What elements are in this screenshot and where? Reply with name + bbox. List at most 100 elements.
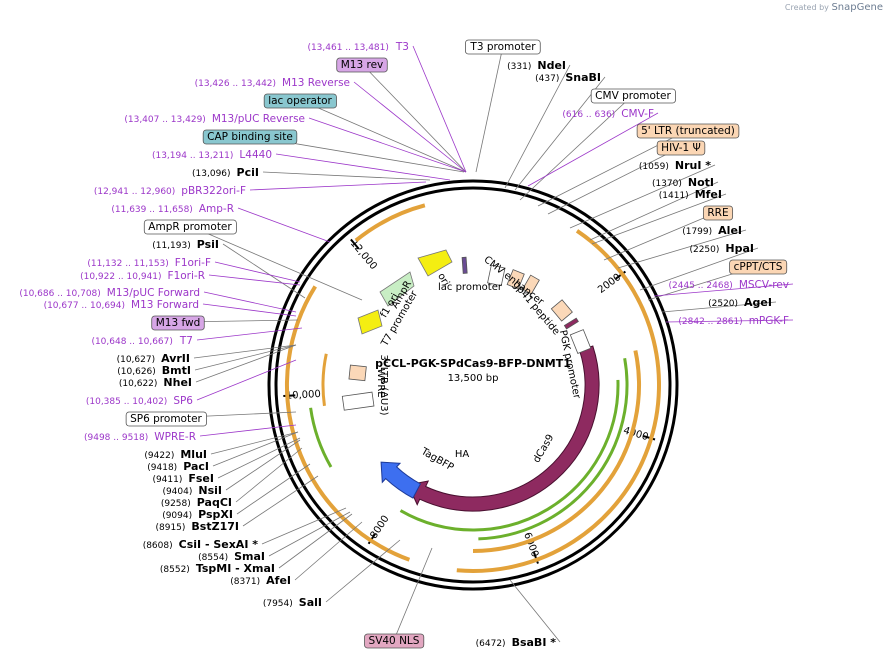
label-f1orir[interactable]: F1ori-R(10,922 .. 10,941) [80,270,301,286]
label-sp6[interactable]: SP6 (10,385 .. 10,402) [86,359,297,407]
label-t7[interactable]: T7(10,648 .. 10,667) [91,327,303,347]
label-f1orif[interactable]: F1ori-F(11,132 .. 11,153) [87,257,301,283]
label-pos-mlui: (9422) [144,451,174,461]
label-mpgkf[interactable]: mPGK-F(2842 .. 2861) [665,315,794,327]
label-pos-paci: (9418) [147,463,177,473]
label-pspxi[interactable]: PspXI(9094) [162,463,311,521]
label-pos-hpai: (2250) [689,245,719,255]
label-text-bstz17i: BstZ17I [191,520,239,533]
label-text-smai: SmaI [234,550,265,563]
label-bmti[interactable]: BmtI(10,626) [117,344,297,377]
label-sv40[interactable]: SV40 NLS [364,547,433,649]
leader-line-bstz17i [242,475,319,527]
label-text-sp6: SP6 [173,395,193,407]
scale-tick-label: 2000 [596,272,623,296]
label-mfei[interactable]: MfeI(1411) [591,188,727,245]
leader-line-lacop [299,99,467,173]
label-agei[interactable]: AgeI(2520) [661,296,777,313]
label-mlui[interactable]: MluI(9422) [144,431,299,461]
label-pos-ampr_p: (11,639 .. 11,658) [111,205,192,215]
label-mscvrev[interactable]: MSCV-rev(2445 .. 2468) [653,279,794,297]
scale-tick-label: 10,000 [286,389,322,402]
label-fsei[interactable]: FseI(9411) [152,437,301,485]
leader-line-m13puc_rev [308,117,467,173]
credit-text: Created by SnapGene [785,2,883,13]
label-text-m13pucfwd: M13/pUC Forward [107,287,200,299]
label-text-t3: T3 [395,41,409,53]
label-l4440[interactable]: L4440(13,194 .. 13,211) [152,149,451,181]
label-pos-bstz17i: (8915) [155,523,185,533]
label-sp6prom[interactable]: SP6 promoter [125,411,297,427]
label-noti[interactable]: NotI(1370) [589,176,719,241]
label-t3[interactable]: T3(13,461 .. 13,481) [307,41,467,173]
label-cap[interactable]: CAP binding site [202,129,465,173]
leader-line-rre [603,211,719,261]
leader-line-alei [617,229,747,269]
label-text-ltr5: 5' LTR (truncated) [641,125,735,137]
label-m13pucfwd[interactable]: M13/pUC Forward(10,686 .. 10,708) [19,287,297,313]
label-m13forward[interactable]: M13 Forward(10,677 .. 10,694) [44,299,297,317]
label-avrii[interactable]: AvrII(10,627) [117,344,297,365]
label-snabi[interactable]: SnaBI(437) [514,71,606,191]
label-amprprom[interactable]: AmpR promoter [143,219,363,301]
label-t3prom[interactable]: T3 promoter [465,39,541,173]
label-smai[interactable]: SmaI(8554) [198,511,351,563]
label-text-bsabi: BsaBI * [512,636,557,649]
label-lacop[interactable]: lac operator [263,93,467,173]
leader-line-l4440 [275,153,451,181]
label-pos-sp6: (10,385 .. 10,402) [86,397,167,407]
label-alei[interactable]: AleI(1799) [617,224,747,269]
label-cmvf[interactable]: CMV-F(616 .. 636) [527,108,659,187]
label-nhei[interactable]: NheI(10,622) [119,344,297,389]
label-paqci[interactable]: PaqCI (9258) [161,447,303,509]
label-pos-fsei: (9411) [152,475,182,485]
label-text-avrii: AvrII [161,352,190,365]
scale-tick-label: 8000 [368,514,391,541]
leader-line-t3prom [475,45,504,173]
label-text-sali: SalI [299,596,322,609]
label-wprer[interactable]: WPRE-R(9498 .. 9518) [84,424,297,443]
pgk-box [569,329,592,354]
label-tspmi[interactable]: TspMI - XmaI(8552) [160,513,353,575]
label-ndei[interactable]: NdeI(331) [504,59,571,189]
label-m13puc_rev[interactable]: M13/pUC Reverse(13,407 .. 13,429) [124,113,467,173]
label-text-mscvrev: MSCV-rev [739,279,789,291]
label-nrui[interactable]: NruI *(1059) [569,159,716,229]
label-cppt[interactable]: cPPT/CTS [647,259,788,301]
label-csii[interactable]: CsiI - SexAI *(8608) [143,507,347,551]
label-pcii[interactable]: PciI(13,096) [192,166,431,181]
label-paci[interactable]: PacI(9418) [147,431,299,473]
label-text-m13puc_rev: M13/pUC Reverse [212,113,305,125]
label-m13rev[interactable]: M13 rev [336,57,467,173]
label-pos-paqci: (9258) [161,499,191,509]
leader-line-t3 [412,45,467,173]
label-nsii[interactable]: NsiI(9404) [162,439,301,497]
leader-line-pspxi [236,463,311,515]
label-pos-nhei: (10,622) [119,379,158,389]
label-pos-nrui: (1059) [639,162,669,172]
label-psii[interactable]: PsiI(11,193) [152,238,306,299]
leader-line-cmvprom [519,94,634,201]
lac-op-box [461,256,468,274]
label-sali[interactable]: SalI(7954) [263,539,401,609]
label-bstz17i[interactable]: BstZ17I (8915) [155,475,319,533]
label-ampr_p[interactable]: Amp-R(11,639 .. 11,658) [111,203,331,243]
label-bsabi[interactable]: BsaBI *(6472) [476,579,561,649]
label-rre[interactable]: RRE [603,205,734,261]
pill-t3prom [465,39,541,55]
leader-line-agei [661,301,777,313]
label-afei[interactable]: AfeI(8371) [230,521,363,587]
leader-line-avrii [193,344,297,359]
label-hpai[interactable]: HpaI(2250) [639,242,759,291]
label-hiv[interactable]: HIV-1 Ψ [547,140,706,215]
label-text-wprer: WPRE-R [154,431,196,443]
label-text-paqci: PaqCI [197,496,232,509]
label-text-cmvprom: CMV promoter [595,90,671,102]
leader-line-mlui [210,431,299,455]
label-m13fwd[interactable]: M13 fwd [151,315,299,331]
inner-label-ltr3: 3' LTR (ΔU3) [378,354,389,415]
label-m13reverse[interactable]: M13 Reverse(13,426 .. 13,442) [195,77,467,173]
leader-line-afei [294,521,363,581]
label-cmvprom[interactable]: CMV promoter [519,88,676,201]
label-pbr322[interactable]: pBR322ori-F(12,941 .. 12,960) [94,181,427,197]
